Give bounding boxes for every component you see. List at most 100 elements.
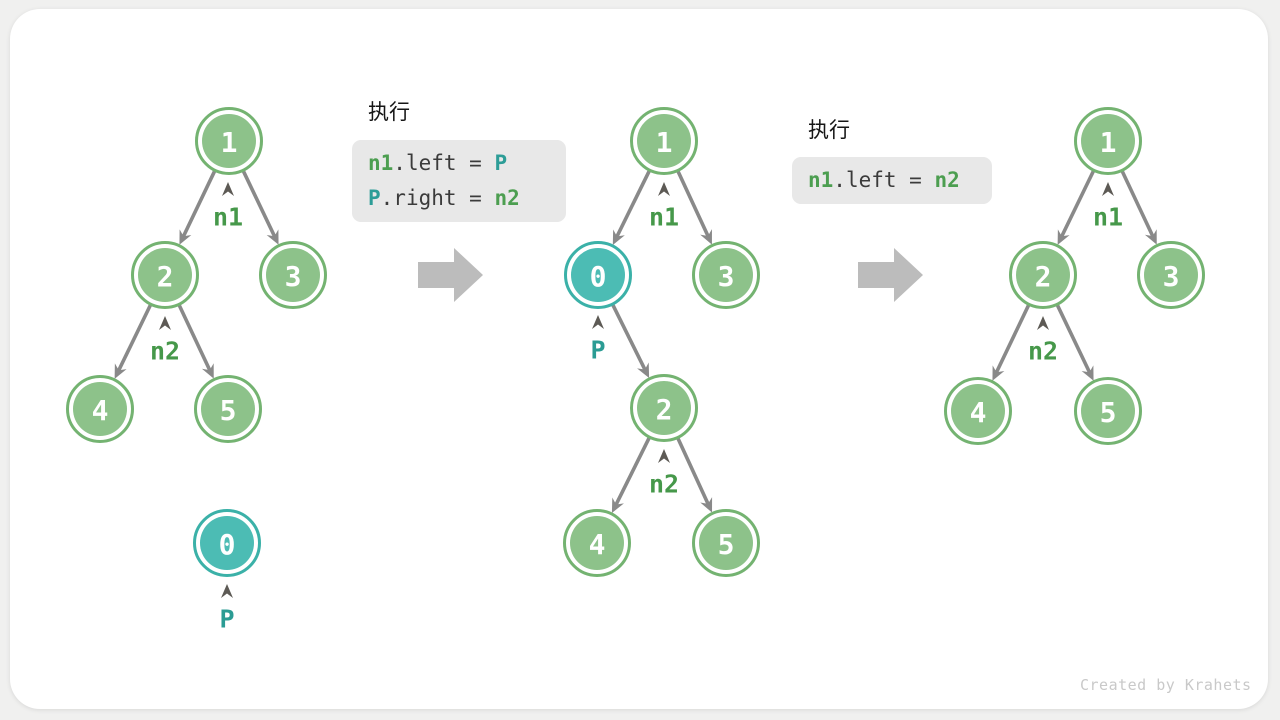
node-circle [1081, 114, 1135, 168]
code-line: n1.left = P [368, 146, 550, 181]
edge-arrowhead-icon [1057, 229, 1070, 245]
node-circle [699, 248, 753, 302]
pointer-label: n1 [649, 203, 679, 232]
node-value: 0 [219, 528, 236, 561]
pointer-label: n2 [649, 470, 679, 499]
node-3: 3 [692, 241, 760, 309]
credit-text: Created by Krahets [1080, 676, 1252, 694]
transition-arrow-icon [858, 248, 923, 302]
node-4: 4 [66, 375, 134, 443]
node-1: 1 [630, 107, 698, 175]
exec-title: 执行 [368, 100, 410, 124]
node-circle [951, 384, 1005, 438]
node-circle [1081, 384, 1135, 438]
node-value: 3 [1163, 260, 1180, 293]
edge-arrowhead-icon [179, 229, 192, 245]
edge-line [181, 169, 217, 238]
pointer-up-arrow-icon [658, 182, 670, 196]
edge-line [994, 303, 1031, 374]
pointer-label: n1 [1093, 203, 1123, 232]
node-value: 2 [1035, 260, 1052, 293]
node-circle [570, 516, 624, 570]
pointer-P: P [219, 584, 235, 634]
tree-edge [1057, 169, 1096, 245]
pointer-up-arrow-icon [159, 316, 171, 330]
pointer-n1: n1 [1093, 182, 1123, 232]
code-token: n2 [934, 168, 960, 192]
pointer-P: P [590, 315, 606, 365]
node-5: 5 [1074, 377, 1142, 445]
tree-edge [241, 169, 279, 245]
edge-line [676, 169, 710, 238]
tree-edge [114, 303, 153, 379]
code-token: .left = [833, 168, 935, 192]
node-0: 0 [193, 509, 261, 577]
edge-line [116, 303, 153, 372]
edge-line [1120, 169, 1155, 238]
code-line: n1.left = n2 [808, 163, 976, 198]
edge-arrowhead-icon [992, 365, 1005, 381]
edge-line [615, 169, 652, 238]
node-2: 2 [131, 241, 199, 309]
edge-line [241, 169, 277, 238]
tree-edge [177, 303, 214, 379]
node-value: 0 [590, 260, 607, 293]
code-token: n1 [368, 151, 394, 175]
node-value: 4 [92, 394, 109, 427]
node-value: 4 [970, 396, 987, 429]
edge-arrowhead-icon [114, 363, 127, 379]
node-circle [202, 114, 256, 168]
node-circle [266, 248, 320, 302]
node-1: 1 [1074, 107, 1142, 175]
exec-block-2: 执行 n1.left = n2 [792, 117, 992, 204]
node-circle [637, 381, 691, 435]
pointer-up-arrow-icon [658, 449, 670, 463]
tree-edge [611, 436, 652, 513]
edge-arrowhead-icon [612, 229, 625, 245]
edge-line [610, 303, 647, 371]
edge-line [177, 303, 212, 372]
tree-edge [1120, 169, 1157, 245]
node-2: 2 [630, 374, 698, 442]
code-token: n1 [808, 168, 834, 192]
node-value: 3 [285, 260, 302, 293]
edge-arrowhead-icon [700, 229, 712, 245]
code-token: n2 [494, 186, 520, 210]
node-value: 1 [221, 126, 238, 159]
node-circle [1016, 248, 1070, 302]
edge-arrowhead-icon [201, 363, 214, 379]
code-token: .right = [380, 186, 495, 210]
tree-edge [179, 169, 217, 245]
tree-edge [675, 436, 713, 513]
node-2: 2 [1009, 241, 1077, 309]
pointer-up-arrow-icon [592, 315, 604, 329]
pointer-up-arrow-icon [1102, 182, 1114, 196]
pointer-label: n2 [150, 337, 180, 366]
pointer-label: P [590, 336, 605, 365]
node-3: 3 [1137, 241, 1205, 309]
node-5: 5 [692, 509, 760, 577]
node-value: 1 [1100, 126, 1117, 159]
node-value: 4 [589, 528, 606, 561]
node-value: 3 [718, 260, 735, 293]
node-circle [699, 516, 753, 570]
tree-edge [676, 169, 712, 245]
edge-arrowhead-icon [637, 362, 650, 378]
node-value: 2 [157, 260, 174, 293]
node-3: 3 [259, 241, 327, 309]
edge-arrowhead-icon [611, 497, 624, 513]
tree-edge [1055, 303, 1094, 381]
node-circle [637, 114, 691, 168]
pointer-up-arrow-icon [222, 182, 234, 196]
node-circle [1144, 248, 1198, 302]
node-value: 2 [656, 393, 673, 426]
exec-title: 执行 [808, 118, 850, 142]
node-1: 1 [195, 107, 263, 175]
code-line: P.right = n2 [368, 181, 550, 216]
edge-line [614, 436, 652, 506]
code-snippet: n1.left = n2 [792, 157, 992, 204]
node-circle [73, 382, 127, 436]
